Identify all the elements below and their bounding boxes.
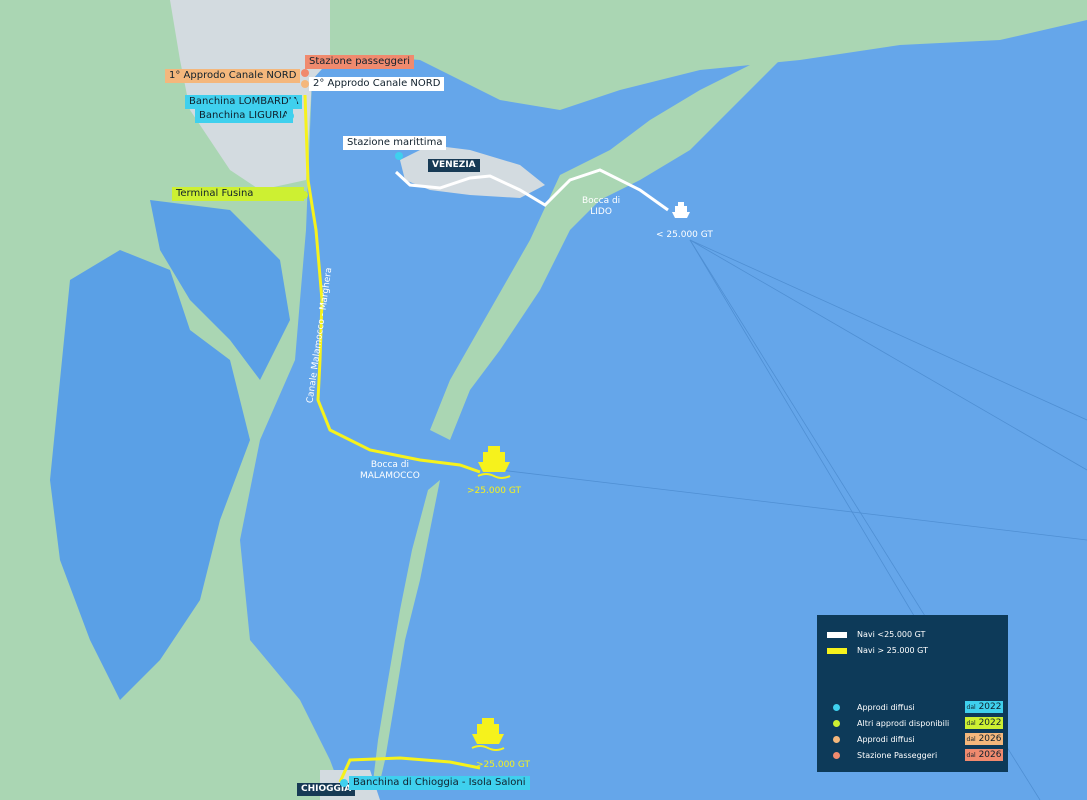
legend-route-white: Navi <25.000 GT [857, 630, 926, 639]
label-banchina-liguria: Banchina LIGURIA [195, 109, 293, 123]
label-venezia: VENEZIA [428, 159, 480, 172]
legend-item-3: Stazione Passeggeri [857, 751, 938, 760]
legend-year-prefix: dal [966, 736, 976, 743]
label-banchina-lombardia: Banchina LOMBARDIA [185, 95, 303, 109]
bocca-malamocco-line1: Bocca di [370, 460, 409, 470]
legend-item-0: Approdi diffusi [857, 703, 915, 712]
label-approdo-1: 1° Approdo Canale NORD [165, 69, 301, 83]
legend-dot-2 [833, 736, 840, 743]
legend-year-value: 2026 [978, 750, 1002, 760]
legend-panel: Navi <25.000 GT Navi > 25.000 GT Approdi… [817, 615, 1008, 772]
legend-item-1: Altri approdi disponibili [857, 719, 950, 728]
label-stazione-passeggeri: Stazione passeggeri [305, 55, 414, 69]
legend-dot-1 [833, 720, 840, 727]
white-route [394, 168, 669, 212]
dot-stazione-marittima [395, 152, 403, 160]
legend-year-2: dal 2026 [965, 733, 1003, 745]
legend-year-prefix: dal [966, 752, 976, 759]
legend-year-1: dal 2022 [965, 717, 1003, 729]
ship-gt-malamocco: >25.000 GT [467, 486, 522, 496]
legend-dot-3 [833, 752, 840, 759]
ship-icon-yellow-chioggia [471, 718, 505, 751]
dot-stazione-passeggeri [301, 69, 309, 77]
legend-year-value: 2026 [978, 734, 1002, 744]
legend-line-white [827, 632, 847, 638]
label-bocca-lido: Bocca di LIDO [582, 196, 620, 218]
ship-gt-lido: < 25.000 GT [656, 230, 713, 240]
lagoon-water-2 [150, 200, 290, 380]
pellestrina [372, 480, 440, 790]
ship-icon-yellow-malamocco [477, 446, 511, 479]
yellow-route [303, 94, 481, 474]
bocca-lido-line2: LIDO [590, 207, 612, 217]
legend-year-value: 2022 [978, 702, 1002, 712]
legend-year-value: 2022 [978, 718, 1002, 728]
legend-year-prefix: dal [966, 704, 976, 711]
label-stazione-marittima: Stazione marittima [343, 136, 447, 150]
label-bocca-malamocco: Bocca di MALAMOCCO [360, 460, 420, 482]
dot-lombardia [289, 98, 297, 106]
label-approdo-2: 2° Approdo Canale NORD [309, 77, 445, 91]
legend-dot-0 [833, 704, 840, 711]
legend-year-3: dal 2026 [965, 749, 1003, 761]
lagoon-water [50, 250, 250, 700]
dot-approdo [301, 80, 309, 88]
legend-year-prefix: dal [966, 720, 976, 727]
label-terminal-fusina: Terminal Fusina [172, 187, 304, 201]
legend-year-0: dal 2022 [965, 701, 1003, 713]
ship-gt-chioggia: >25.000 GT [476, 760, 531, 770]
yellow-route-chioggia [338, 756, 481, 783]
legend-line-yellow [827, 648, 847, 654]
ship-icon-white [672, 202, 690, 218]
bocca-lido-line1: Bocca di [582, 196, 621, 206]
north-land [330, 0, 1087, 110]
dot-chioggia [340, 779, 348, 787]
bocca-malamocco-line2: MALAMOCCO [360, 471, 420, 481]
label-banchina-chioggia: Banchina di Chioggia - Isola Saloni [349, 776, 530, 790]
legend-item-2: Approdi diffusi [857, 735, 915, 744]
dot-liguria [286, 112, 294, 120]
legend-route-yellow: Navi > 25.000 GT [857, 646, 928, 655]
dot-terminal-fusina [300, 191, 308, 199]
